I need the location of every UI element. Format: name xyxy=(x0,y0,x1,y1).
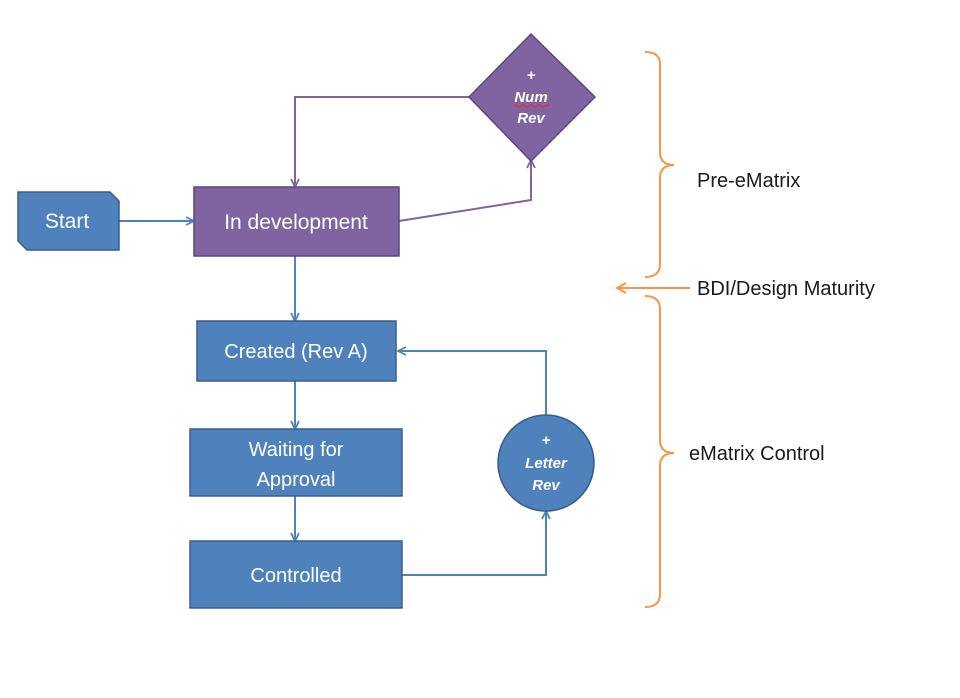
spellcheck-underline xyxy=(512,104,550,108)
node-start: Start xyxy=(17,191,120,251)
decision-letter-rev-line2: Letter xyxy=(525,455,568,472)
node-in-development-label: In development xyxy=(224,211,368,234)
connectors xyxy=(119,96,547,576)
decision-letter-rev: + Letter Rev xyxy=(497,414,595,512)
edge-controlled-to-letter-rev xyxy=(402,512,546,576)
node-created: Created (Rev A) xyxy=(196,320,397,382)
node-controlled-label: Controlled xyxy=(250,565,341,587)
node-controlled: Controlled xyxy=(189,540,403,609)
node-created-label: Created (Rev A) xyxy=(224,341,367,363)
decision-num-rev-plus: + xyxy=(527,67,536,84)
node-waiting-line2: Approval xyxy=(257,469,336,491)
edge-letter-rev-to-created xyxy=(399,351,547,415)
label-design-maturity: BDI/Design Maturity xyxy=(697,278,875,300)
label-ematrix-control: eMatrix Control xyxy=(689,443,825,465)
decision-num-rev: + Num Rev xyxy=(467,32,597,163)
label-pre-ematrix: Pre-eMatrix xyxy=(697,170,800,192)
bracket-pre-ematrix xyxy=(644,51,675,278)
node-start-label: Start xyxy=(45,210,90,233)
node-waiting-line1: Waiting for xyxy=(249,439,344,461)
decision-letter-rev-plus: + xyxy=(542,432,551,449)
phase-annotations: Pre-eMatrix BDI/Design Maturity eMatrix … xyxy=(617,51,875,608)
bracket-ematrix-control xyxy=(644,295,675,608)
decision-num-rev-line2: Num xyxy=(514,89,547,106)
edge-num-rev-to-development xyxy=(295,96,469,186)
node-in-development: In development xyxy=(193,186,400,257)
decision-letter-rev-line3: Rev xyxy=(532,477,561,494)
decision-num-rev-line3: Rev xyxy=(517,110,546,127)
node-waiting-for-approval: Waiting for Approval xyxy=(189,428,403,497)
edge-development-to-num-rev xyxy=(398,161,531,222)
